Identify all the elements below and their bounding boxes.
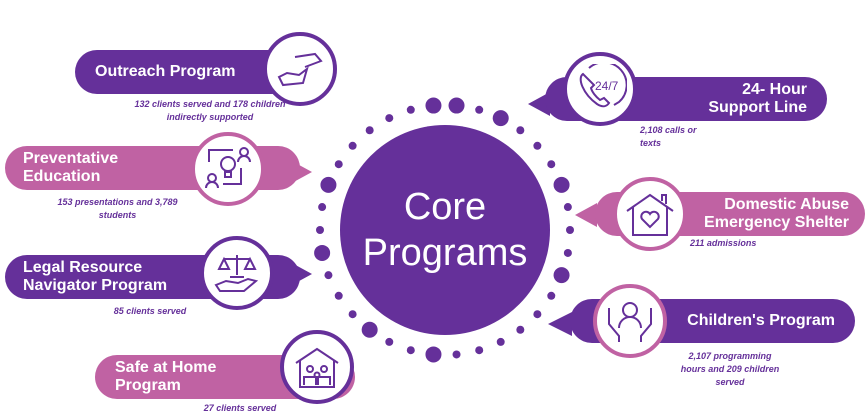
pointer	[575, 203, 597, 227]
house-heart-icon	[613, 177, 687, 251]
ring-dot	[516, 126, 525, 135]
ring-dot	[348, 310, 357, 319]
ring-dot	[553, 267, 570, 284]
center-title-line2: Programs	[362, 232, 528, 274]
pointer	[548, 312, 572, 336]
ring-dot	[516, 325, 525, 334]
ring-dot	[533, 310, 542, 319]
scales-hand-icon	[200, 236, 274, 310]
phone-24-7-icon: 24/7	[563, 52, 637, 126]
svg-text:24/7: 24/7	[595, 79, 619, 93]
ring-dot	[318, 203, 327, 212]
outreach-caption: 132 clients served and 178 children indi…	[134, 99, 286, 122]
ring-dot	[563, 248, 572, 257]
ring-dot	[406, 105, 415, 114]
ring-dot	[334, 291, 343, 300]
ring-dot	[348, 141, 357, 150]
ring-dot	[547, 160, 556, 169]
ring-dot	[563, 203, 572, 212]
ring-dot	[385, 337, 394, 346]
ring-dot	[324, 271, 333, 280]
ring-dot	[452, 350, 461, 359]
support-line-caption: 2,108 calls or texts	[640, 125, 697, 148]
ring-dot	[314, 244, 331, 261]
ring-dot	[334, 160, 343, 169]
ring-dot	[475, 105, 484, 114]
ring-dot	[425, 97, 442, 114]
hands-child-icon	[593, 284, 667, 358]
ring-dot	[385, 114, 394, 123]
ring-dot	[361, 321, 378, 338]
lightbulb-people-icon	[191, 132, 265, 206]
ring-dot	[320, 176, 337, 193]
shelter-caption: 211 admissions	[690, 238, 757, 248]
hands-icon	[263, 32, 337, 106]
center-title-line1: Core	[403, 186, 487, 228]
legal-caption: 85 clients served	[113, 306, 187, 316]
ring-dot	[425, 346, 442, 363]
ring-dot	[547, 291, 556, 300]
preventative-caption: 153 presentations and 3,789 students	[57, 197, 178, 220]
ring-dot	[496, 337, 505, 346]
ring-dot	[475, 346, 484, 355]
ring-dot	[553, 176, 570, 193]
ring-dot	[448, 97, 465, 114]
childrens-caption: 2,107 programming hours and 209 children…	[680, 351, 780, 387]
safe-at-home-caption: 27 clients served	[203, 403, 277, 413]
ring-dot	[365, 126, 374, 135]
pointer	[528, 92, 550, 116]
family-house-icon	[280, 330, 354, 404]
ring-dot	[406, 346, 415, 355]
core-programs-circle: Core Programs	[340, 125, 550, 335]
ring-dot	[492, 110, 509, 127]
ring-dot	[316, 226, 324, 234]
ring-dot	[533, 141, 542, 150]
ring-dot	[566, 226, 574, 234]
